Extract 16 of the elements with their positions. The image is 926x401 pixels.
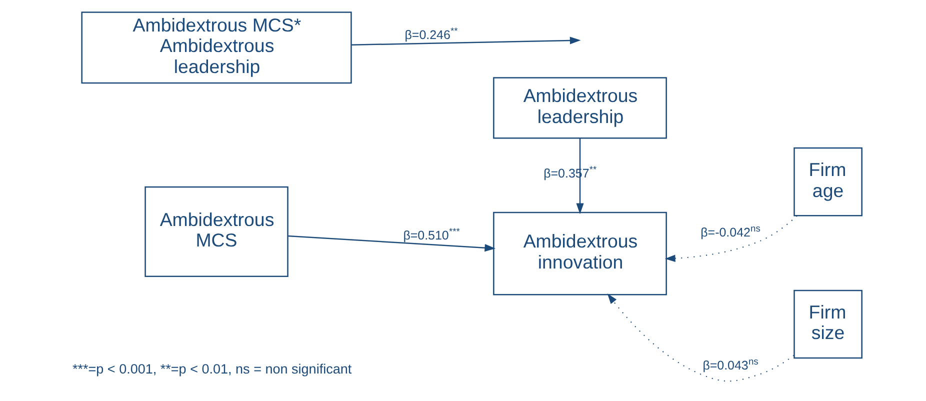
- node-box: Ambidextrous leadership: [493, 77, 667, 139]
- arrow: [352, 36, 581, 46]
- arrow: [288, 235, 496, 252]
- label: ***=p < 0.001, **=p < 0.01, ns = non significant: [72, 362, 352, 377]
- arrow: [607, 293, 794, 382]
- node-box: Firm age: [794, 147, 862, 216]
- node-box: Firm size: [794, 290, 862, 359]
- edge-label: β=-0.042$^{ns}$: [700, 223, 760, 240]
- arrow: [576, 138, 584, 214]
- node-box: Ambidextrous MCS* Ambidextrous leadership: [81, 12, 352, 84]
- node-box: Ambidextrous innovation: [493, 212, 667, 296]
- edge-label: β=0.510$^{***}$: [403, 226, 460, 243]
- arrow: [664, 215, 798, 262]
- node-box: Ambidextrous MCS: [144, 186, 288, 278]
- edge-label: β=0.246$^{**}$: [404, 26, 458, 42]
- edge-label: β=0.043$^{ns}$: [702, 356, 758, 373]
